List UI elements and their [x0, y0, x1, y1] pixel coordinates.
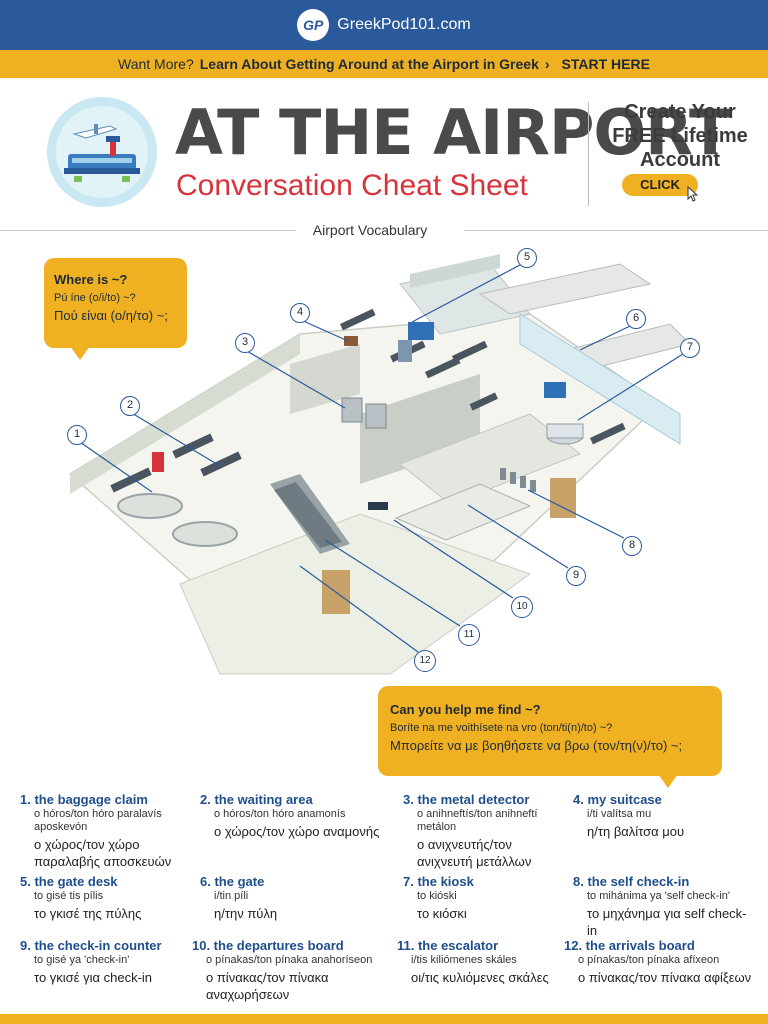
- vocab-romanized: to gisé ya 'check-in': [34, 954, 130, 966]
- click-button[interactable]: CLICK: [622, 174, 698, 196]
- vocab-item: 4. my suitcase i/ti valítsa mu η/τη βαλί…: [573, 792, 753, 840]
- vocab-romanized: i/tis kiliómenes skáles: [411, 954, 517, 966]
- vocab-english: 5. the gate desk: [20, 874, 118, 889]
- callout-4: 4: [290, 303, 310, 323]
- vocab-greek: οι/τις κυλιόμενες σκάλες: [411, 970, 549, 985]
- callout-6: 6: [626, 309, 646, 329]
- callout-11: 11: [458, 624, 480, 646]
- help-find-bubble: Can you help me find ~? Boríte na me voi…: [378, 686, 722, 776]
- where-is-greek: Πού είναι (ο/η/το) ~;: [54, 308, 168, 323]
- vocab-romanized: o pínakas/ton pínaka anahoríseon: [206, 954, 373, 966]
- section-heading: Airport Vocabulary: [0, 222, 740, 238]
- vocab-english: 10. the departures board: [192, 938, 344, 953]
- callout-5: 5: [517, 248, 537, 268]
- callout-1: 1: [67, 425, 87, 445]
- vocab-greek: το κιόσκι: [417, 906, 467, 921]
- vocab-english: 3. the metal detector: [403, 792, 530, 807]
- vocab-item: 5. the gate desk to gisé tis pílis το γκ…: [20, 874, 200, 922]
- brand-name: GreekPod101.com: [337, 16, 471, 33]
- section-rule-left: [0, 230, 296, 231]
- section-label: Airport Vocabulary: [298, 222, 442, 238]
- promo-lead: Want More?: [118, 56, 194, 72]
- promo-link[interactable]: Learn About Getting Around at the Airpor…: [199, 56, 539, 72]
- promo-banner[interactable]: Want More? Learn About Getting Around at…: [0, 50, 768, 78]
- vocab-romanized: i/ti valítsa mu: [587, 808, 652, 820]
- callout-12: 12: [414, 650, 436, 672]
- bubble-tail: [70, 346, 90, 360]
- cursor-icon: [687, 186, 699, 202]
- vocab-item: 11. the escalator i/tis kiliómenes skále…: [397, 938, 567, 986]
- vocab-english: 7. the kiosk: [403, 874, 474, 889]
- vocab-english: 6. the gate: [200, 874, 265, 889]
- vocab-romanized: o pínakas/ton pínaka afíxeon: [578, 954, 720, 966]
- callout-3: 3: [235, 333, 255, 353]
- vocab-romanized: to kióski: [417, 890, 457, 902]
- vocab-greek: ο χώρος/τον χώρο παραλαβής αποσκευών: [34, 837, 172, 869]
- vocab-romanized: o anihneftís/ton anihneftí metálon: [417, 808, 538, 833]
- section-rule-right: [464, 230, 768, 231]
- brand-logo-icon: GP: [297, 9, 330, 41]
- vocab-greek: το γκισέ για check-in: [34, 970, 153, 985]
- vocab-greek: ο ανιχνευτής/τον ανιχνευτή μετάλλων: [417, 837, 532, 869]
- callout-2: 2: [120, 396, 140, 416]
- vocab-english: 8. the self check-in: [573, 874, 690, 889]
- vocab-romanized: o hóros/ton hóro anamonís: [214, 808, 346, 820]
- vocab-item: 10. the departures board o pínakas/ton p…: [192, 938, 392, 1003]
- vocab-english: 12. the arrivals board: [564, 938, 695, 953]
- bubble-tail: [658, 774, 678, 788]
- vocab-english: 9. the check-in counter: [20, 938, 162, 953]
- vocab-item: 12. the arrivals board o pínakas/ton pín…: [564, 938, 754, 986]
- vocab-english: 11. the escalator: [397, 938, 499, 953]
- vocab-romanized: to mihánima ya 'self check-in': [587, 890, 730, 902]
- callout-8: 8: [622, 536, 642, 556]
- vocab-item: 8. the self check-in to mihánima ya 'sel…: [573, 874, 753, 939]
- divider: [588, 102, 589, 206]
- help-find-romanized: Boríte na me voithísete na vro (ton/ti(n…: [390, 722, 613, 734]
- brand[interactable]: GP GreekPod101.com: [297, 9, 471, 41]
- where-is-bubble: Where is ~? Pú íne (o/i/to) ~? Πού είναι…: [44, 258, 187, 348]
- airport-globe-icon: [47, 97, 157, 207]
- vocabulary-list: 1. the baggage claim o hóros/ton hóro pa…: [0, 792, 768, 1012]
- airport-illustration: [68, 254, 691, 675]
- vocab-item: 6. the gate i/tin píli η/την πύλη: [200, 874, 380, 922]
- vocab-english: 1. the baggage claim: [20, 792, 148, 807]
- vocab-greek: το μηχάνημα για self check-in: [587, 906, 747, 938]
- chevron-right-icon: ›: [544, 56, 550, 72]
- vocab-romanized: to gisé tis pílis: [34, 890, 104, 902]
- where-is-english: Where is ~?: [54, 272, 128, 287]
- callout-9: 9: [566, 566, 586, 586]
- vocab-romanized: i/tin píli: [214, 890, 249, 902]
- page-subtitle: Conversation Cheat Sheet: [176, 169, 528, 202]
- vocab-item: 1. the baggage claim o hóros/ton hóro pa…: [20, 792, 200, 870]
- promo-start-here[interactable]: START HERE: [561, 56, 650, 72]
- vocab-romanized: o hóros/ton hóro paralavís aposkevón: [34, 808, 162, 833]
- vocab-english: 4. my suitcase: [573, 792, 662, 807]
- cta-line-2: FREE Lifetime: [612, 125, 748, 147]
- page-title: AT THE AIRPORT: [175, 96, 731, 169]
- vocab-greek: ο πίνακας/τον πίνακα αφίξεων: [578, 970, 752, 985]
- vocab-greek: ο πίνακας/τον πίνακα αναχωρήσεων: [206, 970, 329, 1002]
- cta-line-3: Account: [640, 149, 720, 171]
- vocab-greek: η/τη βαλίτσα μου: [587, 824, 685, 839]
- callout-10: 10: [511, 596, 533, 618]
- vocab-item: 2. the waiting area o hóros/ton hóro ana…: [200, 792, 380, 840]
- bottom-bar: [0, 1014, 768, 1024]
- create-account-cta[interactable]: Create Your FREE Lifetime Account: [592, 100, 768, 172]
- callout-7: 7: [680, 338, 700, 358]
- vocab-english: 2. the waiting area: [200, 792, 313, 807]
- vocab-item: 3. the metal detector o anihneftís/ton a…: [403, 792, 568, 870]
- vocab-greek: ο χώρος/τον χώρο αναμονής: [214, 824, 380, 839]
- vocab-greek: η/την πύλη: [214, 906, 278, 921]
- cta-line-1: Create Your: [624, 101, 736, 123]
- vocab-item: 9. the check-in counter to gisé ya 'chec…: [20, 938, 200, 986]
- help-find-greek: Μπορείτε να με βοηθήσετε να βρω (τον/τη(…: [390, 738, 683, 753]
- vocab-item: 7. the kiosk to kióski το κιόσκι: [403, 874, 568, 922]
- vocab-greek: το γκισέ της πύλης: [34, 906, 142, 921]
- where-is-romanized: Pú íne (o/i/to) ~?: [54, 292, 136, 304]
- top-bar: GP GreekPod101.com: [0, 0, 768, 50]
- help-find-english: Can you help me find ~?: [390, 702, 541, 717]
